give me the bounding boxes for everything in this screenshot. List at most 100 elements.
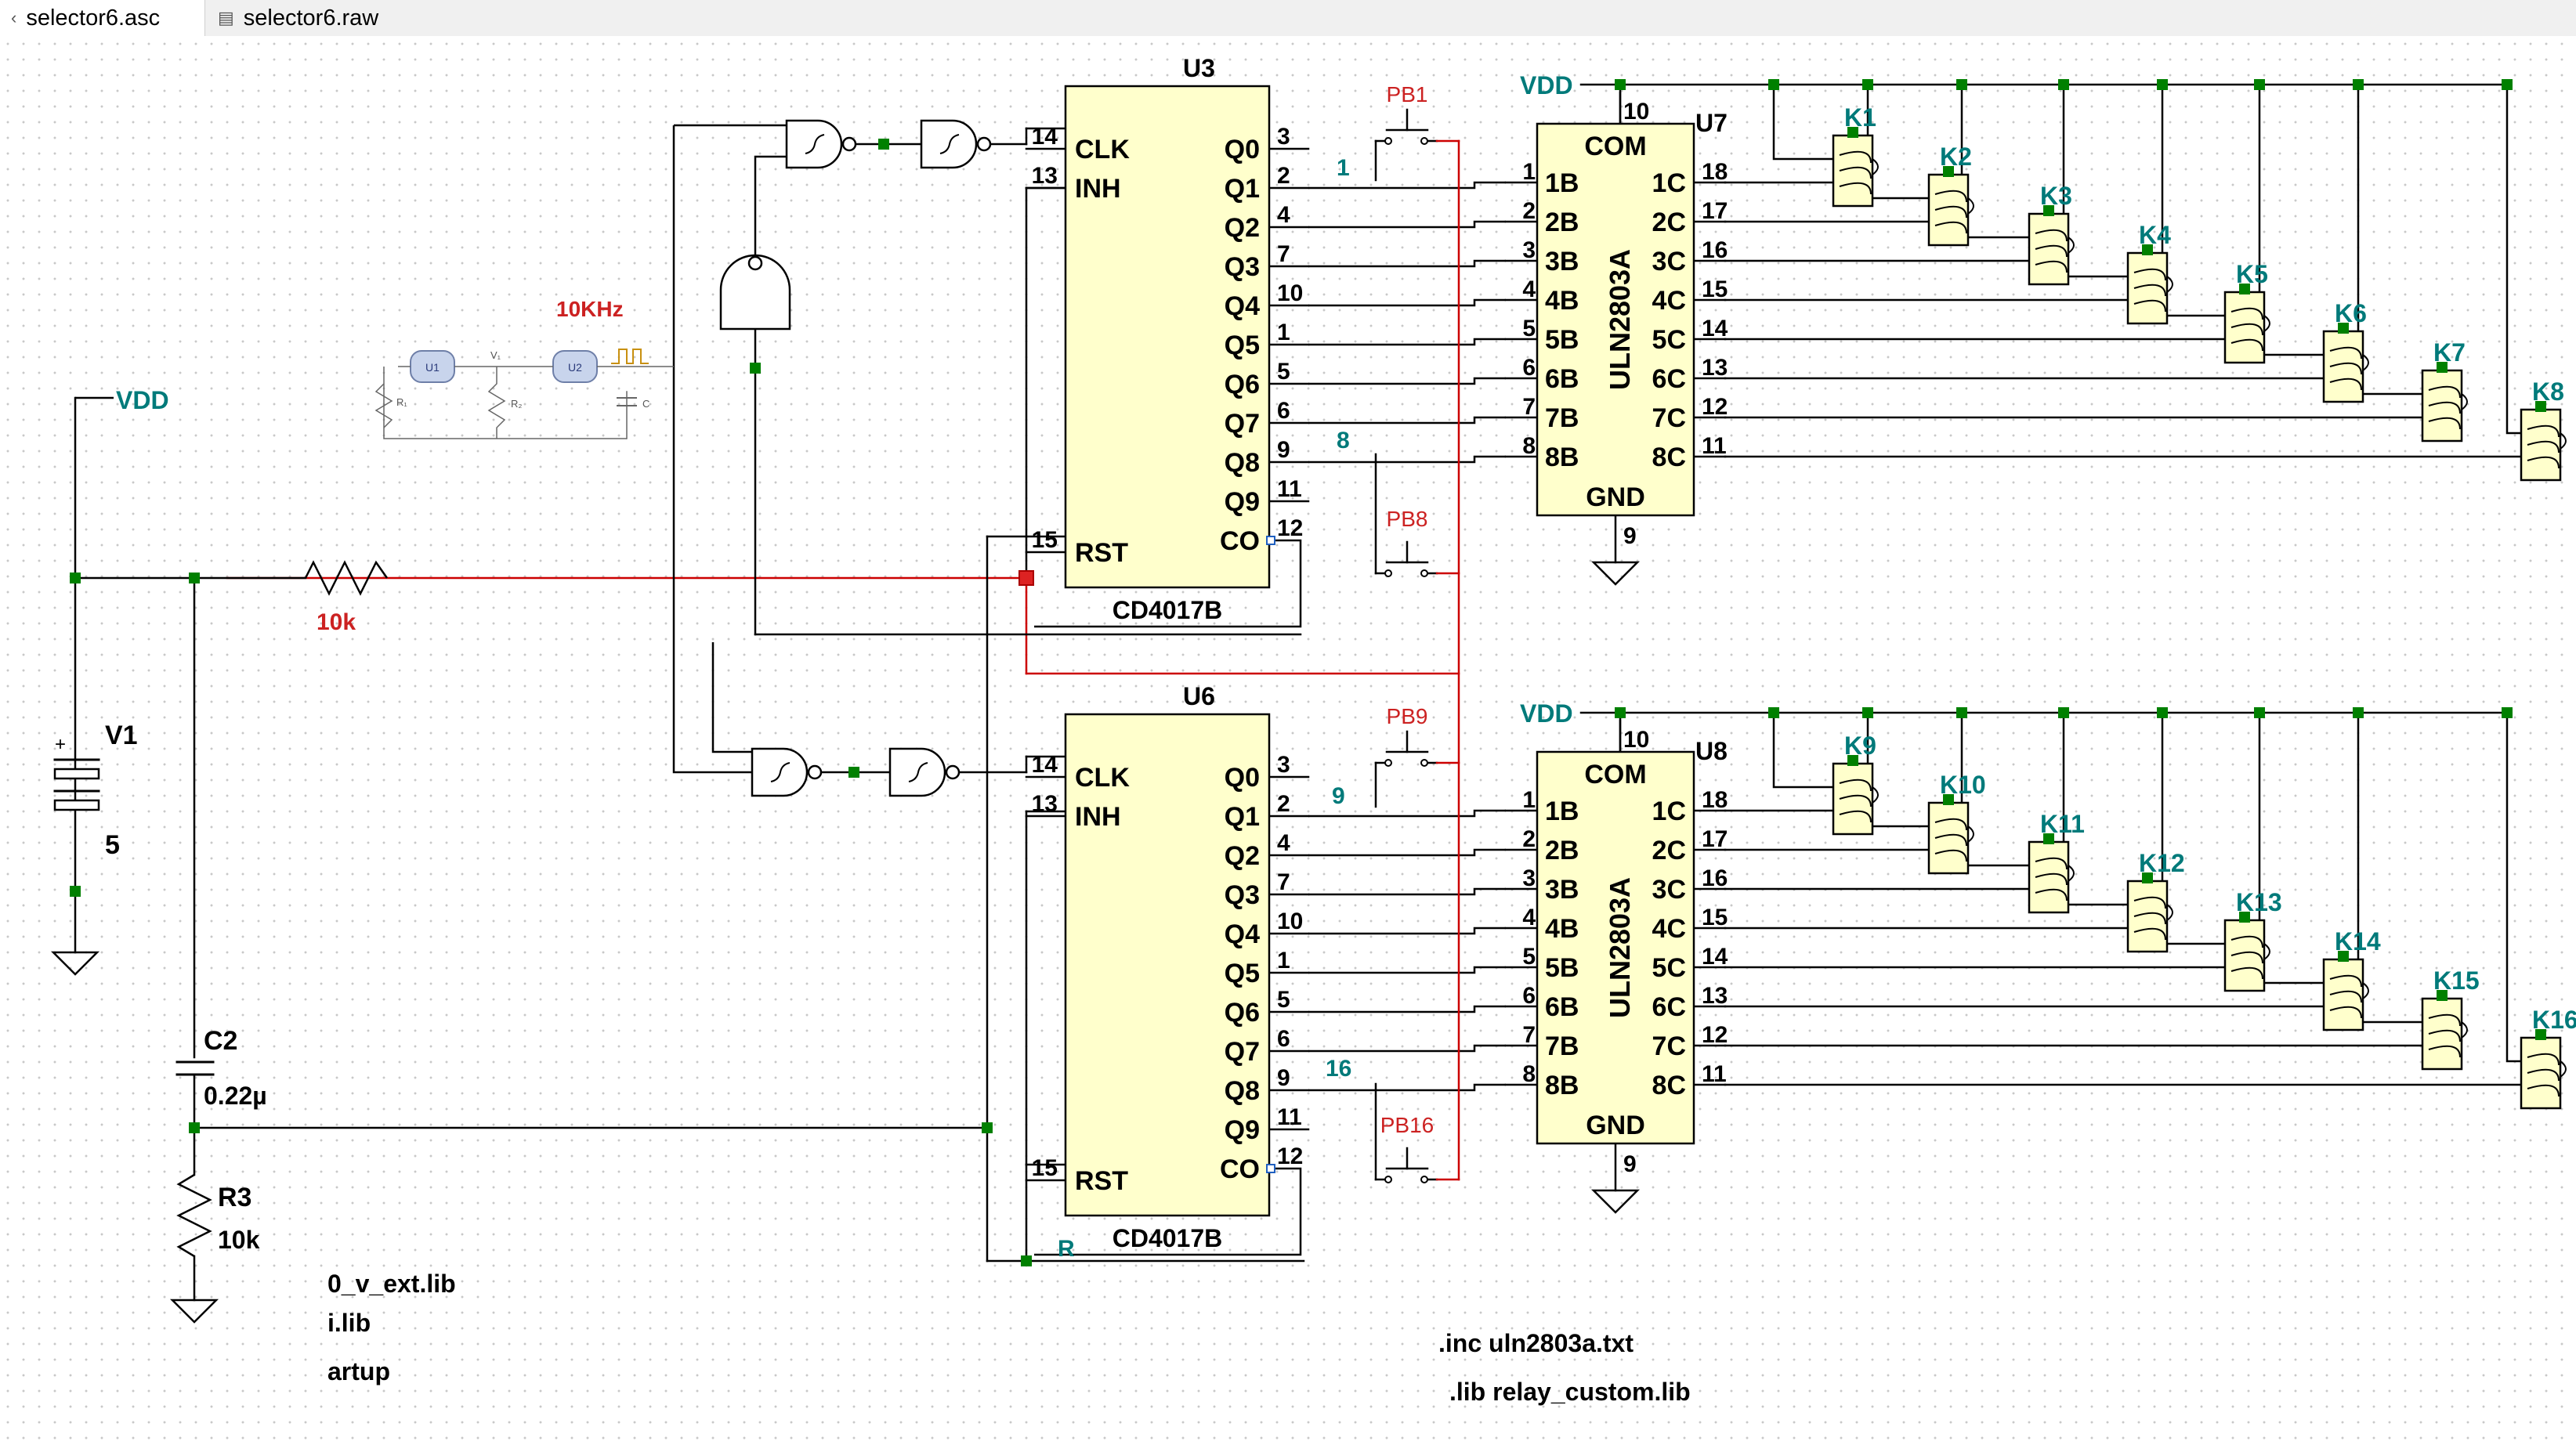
pin-label: 3C [1652, 247, 1686, 276]
pin-number: 9 [1623, 1151, 1637, 1177]
pin-number: 12 [1702, 1022, 1728, 1048]
relay-supply-net[interactable] [2505, 713, 2521, 1063]
pin-number: 3 [1277, 752, 1290, 778]
relay-k9 [1832, 762, 1874, 836]
relay-coil [2527, 1068, 2560, 1082]
button-contact [1420, 569, 1428, 577]
relay-supply-net[interactable] [1772, 713, 1833, 789]
relay-supply-net[interactable] [2505, 85, 2521, 435]
driver-ic-u8 [1536, 750, 1695, 1145]
counter-driver-net[interactable] [1308, 416, 1506, 424]
relay-supply-net[interactable] [1866, 713, 1929, 828]
carry-out-net[interactable] [1034, 539, 1302, 628]
junction-dot [1956, 707, 1967, 718]
counter-driver-net[interactable] [1308, 848, 1506, 857]
counter-driver-net[interactable] [1308, 338, 1506, 346]
junction-dot [1943, 166, 1954, 177]
pin-number: 11 [1702, 433, 1727, 459]
counter-driver-net[interactable] [1308, 809, 1506, 818]
relay-k5 [2223, 291, 2266, 364]
counter-driver-net[interactable] [1308, 259, 1506, 268]
pin-number: 6 [1522, 983, 1536, 1009]
relay-supply-net[interactable] [2258, 85, 2324, 356]
relay-supply-net[interactable] [2258, 713, 2324, 984]
junction-dot [2535, 1029, 2546, 1040]
carry-out-net[interactable] [1034, 1167, 1302, 1256]
relay-k4 [2126, 251, 2169, 325]
gate-net[interactable] [672, 125, 752, 774]
counter-driver-net[interactable] [1308, 377, 1506, 385]
counter-driver-net[interactable] [1308, 927, 1506, 935]
junction-dot [2058, 79, 2069, 90]
button-label: PB16 [1380, 1113, 1435, 1137]
junction-dot [2043, 205, 2054, 216]
pin-label: Q6 [1225, 998, 1260, 1028]
relay-k13 [2223, 919, 2266, 992]
battery-cell [53, 799, 100, 811]
pin-number: 1 [1277, 948, 1290, 974]
counter-driver-net[interactable] [1308, 298, 1506, 307]
relay-k16 [2520, 1036, 2562, 1110]
relay-k7 [2421, 369, 2463, 443]
tab-waveform[interactable]: ▤ selector6.raw [207, 0, 411, 36]
ground-symbol [169, 1299, 219, 1324]
junction-dot [2157, 707, 2168, 718]
button-contact [1384, 569, 1392, 577]
nand-gate-3 [751, 747, 809, 797]
junction-dot [878, 139, 889, 150]
counter-driver-net[interactable] [1308, 1005, 1506, 1013]
relay-contact [2362, 354, 2369, 371]
relay-supply-net[interactable] [1772, 85, 1833, 161]
pin-number: 11 [1277, 476, 1302, 502]
counter-driver-net[interactable] [1308, 966, 1506, 974]
counter-driver-net[interactable] [1308, 1083, 1506, 1092]
capacitor-refdes: C2 [204, 1026, 237, 1056]
pin-label: 8B [1545, 1071, 1579, 1100]
pin-number: 13 [1702, 983, 1728, 1009]
counter-driver-net[interactable] [1308, 220, 1506, 229]
relay-coil [2035, 260, 2068, 273]
schmitt-symbol [908, 762, 928, 782]
gate-net[interactable] [711, 642, 752, 753]
pin-label: Q1 [1225, 174, 1260, 204]
pin-number: 2 [1277, 163, 1290, 189]
tab-schematic[interactable]: ‹ selector6.asc [0, 0, 205, 36]
ground-symbol [1590, 1189, 1641, 1214]
inset-wire[interactable] [383, 367, 627, 439]
pin-number: 14 [1702, 944, 1728, 970]
pin-label: 1B [1545, 797, 1579, 826]
driver-ic-u7 [1536, 122, 1695, 517]
pin-number: 18 [1702, 159, 1728, 185]
junction-dot [2157, 79, 2168, 90]
pin-number: 16 [1702, 865, 1728, 891]
relay-supply-net[interactable] [2357, 85, 2422, 396]
pin-number: 7 [1522, 1022, 1536, 1048]
pin-label: 7B [1545, 1031, 1579, 1061]
gate-net[interactable] [754, 155, 787, 257]
inverter-bubble [807, 764, 823, 780]
pin-label: 3B [1545, 247, 1579, 276]
battery-refdes: V1 [105, 721, 138, 750]
relay-k10 [1927, 801, 1970, 875]
relay-supply-net[interactable] [1866, 85, 1929, 200]
counter-driver-net[interactable] [1308, 1044, 1506, 1053]
relay-k15 [2421, 997, 2463, 1071]
relay-coil [1934, 833, 1967, 847]
spice-directive: i.lib [327, 1309, 371, 1337]
carry-out-port [1266, 1164, 1275, 1173]
relay-coil [1934, 849, 1967, 862]
counter-driver-net[interactable] [1308, 455, 1506, 464]
relay-supply-net[interactable] [2357, 713, 2422, 1024]
junction-dot [2239, 284, 2250, 294]
counter-driver-net[interactable] [1308, 887, 1506, 896]
counter-driver-net[interactable] [1308, 181, 1506, 190]
pin-label: 1C [1652, 168, 1686, 198]
counter-part-number: CD4017B [1113, 596, 1223, 624]
inset-gate-label: U1 [425, 361, 440, 374]
relay-coil [1934, 818, 1967, 831]
pin-label: 4B [1545, 286, 1579, 316]
nand-gate-4 [888, 747, 946, 797]
relay-coil [2133, 912, 2166, 925]
junction-dot [1862, 707, 1873, 718]
